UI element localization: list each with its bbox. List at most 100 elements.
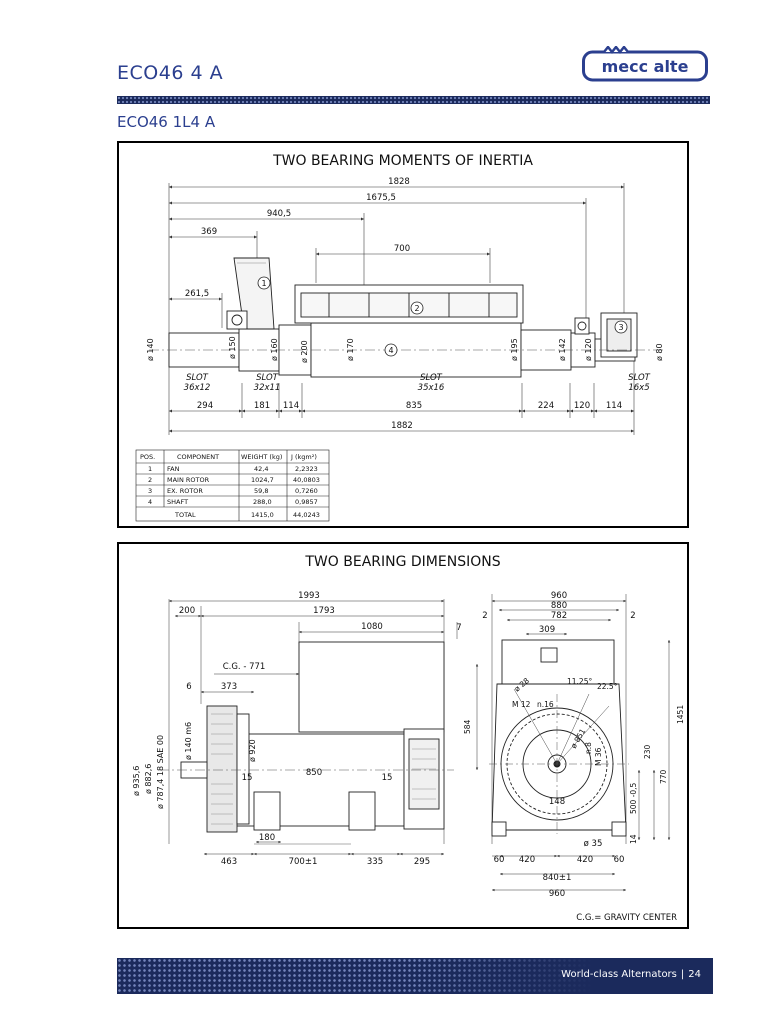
- dia-170: ø 170: [346, 338, 355, 361]
- table-cell: 40,0803: [293, 476, 320, 484]
- table-cell: 1: [148, 465, 152, 473]
- dim-181: 181: [254, 401, 270, 411]
- dim-309: 309: [539, 625, 555, 635]
- marker-3: [614, 320, 628, 334]
- dim-700: 700: [394, 244, 410, 254]
- dim-224: 224: [538, 401, 554, 411]
- dia-140-m6: ø 140 m6: [184, 722, 193, 760]
- dim-584: 584: [463, 719, 472, 734]
- marker-3-label: 3: [618, 323, 623, 332]
- dim-420-a: 420: [519, 855, 535, 865]
- table-cell: 0,9857: [295, 498, 318, 506]
- dim-940: 940,5: [267, 209, 291, 219]
- front-view-body: [491, 639, 627, 837]
- dim-15-a: 15: [242, 773, 253, 783]
- dia-882: ø 882,6: [144, 764, 153, 794]
- inertia-drawing-panel: TWO BEARING MOMENTS OF INERTIA: [117, 141, 689, 528]
- slot-4-size: 16x5: [628, 383, 649, 393]
- table-cell: 1024,7: [251, 476, 274, 484]
- dim-294: 294: [197, 401, 213, 411]
- table-total-weight: 1415,0: [251, 511, 274, 519]
- flange-side: [206, 705, 238, 833]
- table-cell: 4: [148, 498, 152, 506]
- angle-11-25: 11.25°: [567, 677, 592, 686]
- dim-120: 120: [574, 401, 590, 411]
- foot-left-side: [253, 791, 281, 831]
- dim-1882: 1882: [391, 421, 413, 431]
- marker-4-label: 4: [388, 346, 393, 355]
- dia-140: ø 140: [146, 338, 155, 361]
- foot-left-front: [491, 821, 507, 837]
- page-subtitle: ECO46 1L4 A: [117, 113, 216, 131]
- table-header-weight: WEIGHT (kg): [241, 453, 282, 461]
- table-cell: 288,0: [253, 498, 272, 506]
- dim-261: 261,5: [185, 289, 209, 299]
- dia-920: ø 920: [248, 739, 257, 762]
- dim-420-b: 420: [577, 855, 593, 865]
- dim-369: 369: [201, 227, 217, 237]
- dim-840: 840±1: [543, 873, 572, 883]
- page-title: ECO46 4 A: [117, 62, 224, 84]
- dim-960-top: 960: [551, 591, 567, 601]
- footer-tagline: World-class Alternators: [561, 969, 677, 980]
- table-cell: 2,2323: [295, 465, 318, 473]
- dim-1080: 1080: [361, 622, 383, 632]
- terminal-cover-front: [540, 647, 558, 663]
- dim-770: 770: [659, 769, 668, 784]
- dia-160: ø 160: [270, 338, 279, 361]
- dim-850: 850: [306, 768, 322, 778]
- dim-1793: 1793: [313, 606, 335, 616]
- table-header-component: COMPONENT: [177, 453, 219, 461]
- dim-114-a: 114: [283, 401, 299, 411]
- slot-1-size: 36x12: [184, 383, 211, 393]
- table-cell: MAIN ROTOR: [167, 476, 210, 484]
- dim-15-b: 15: [382, 773, 393, 783]
- header-dotted-bar: [117, 96, 710, 104]
- dim-2-a: 2: [482, 611, 487, 621]
- dia-195: ø 195: [510, 338, 519, 361]
- dimensions-drawing-panel: TWO BEARING DIMENSIONS: [117, 542, 689, 929]
- table-header-j: J (kgm²): [290, 453, 317, 461]
- dia-787: ø 787,4 18 SAE 00: [156, 735, 165, 809]
- slot-1-label: SLOT: [186, 373, 209, 383]
- marker-1-label: 1: [261, 279, 266, 288]
- dim-2-b: 2: [630, 611, 635, 621]
- table-cell: 2: [148, 476, 152, 484]
- cg-label: C.G. - 771: [223, 662, 266, 672]
- dia-120: ø 120: [584, 338, 593, 361]
- dia-150: ø 150: [228, 336, 237, 359]
- exciter-rotor: [574, 312, 638, 358]
- table-cell: 42,4: [254, 465, 268, 473]
- n8-label: n.8: [584, 742, 593, 754]
- dim-700: 700±1: [289, 857, 318, 867]
- mecc-alte-logo: mecc alte: [582, 46, 708, 82]
- dim-1828: 1828: [388, 177, 410, 187]
- dimensions-title: TWO BEARING DIMENSIONS: [304, 554, 500, 570]
- dim-60-a: 60: [494, 855, 505, 865]
- table-cell: 0,7260: [295, 487, 318, 495]
- m36-label: M 36: [594, 747, 603, 766]
- logo-wordmark: mecc alte: [602, 57, 689, 76]
- dia-35: ø 35: [584, 839, 603, 849]
- table-cell: EX. ROTOR: [167, 487, 203, 495]
- dim-114-b: 114: [606, 401, 622, 411]
- dim-7: 7: [456, 623, 461, 633]
- adapter-side: [236, 713, 250, 825]
- footer-separator: |: [680, 969, 685, 980]
- dim-335: 335: [367, 857, 383, 867]
- slot-4-label: SLOT: [628, 373, 651, 383]
- dim-373: 373: [221, 682, 237, 692]
- inertia-drawing: TWO BEARING MOMENTS OF INERTIA: [135, 153, 664, 522]
- footer-bar: World-class Alternators|24: [117, 958, 713, 994]
- main-rotor: [294, 284, 524, 324]
- dim-1451: 1451: [676, 705, 685, 724]
- marker-2: [410, 301, 424, 315]
- marker-2-label: 2: [414, 304, 419, 313]
- dim-880: 880: [551, 601, 567, 611]
- dim-200: 200: [179, 606, 195, 616]
- table-header-pos: POS.: [140, 453, 155, 461]
- footer-text: World-class Alternators|24: [561, 969, 701, 980]
- slot-3-size: 35x16: [418, 383, 445, 393]
- dia-142: ø 142: [558, 338, 567, 361]
- dim-1993: 1993: [298, 591, 320, 601]
